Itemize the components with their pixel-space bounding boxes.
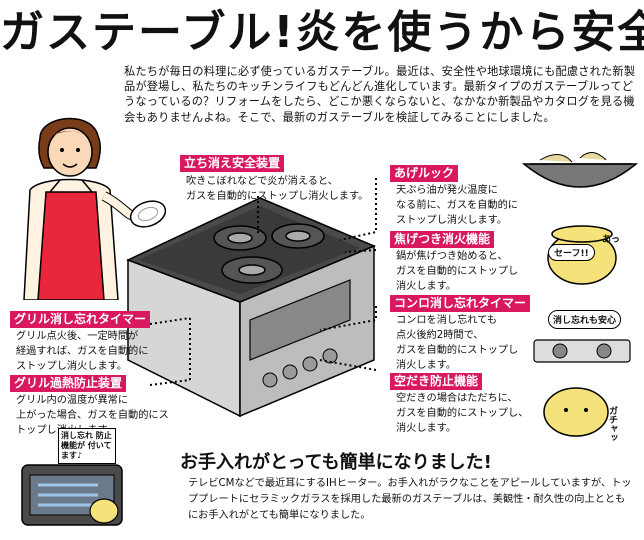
feature-label: コンロ消し忘れタイマー: [390, 295, 531, 312]
feature-desc-line: コンロを消し忘れても: [396, 315, 498, 326]
feature-desc-line: グリル点火後、一定時間が: [16, 331, 139, 342]
feature-desc-line: 消火します。: [396, 360, 457, 371]
safety-character-illustrations: [521, 152, 639, 437]
cleanup-body: テレビCMなどで最近耳にするIHヒーター。お手入れがラクなことをアピールしていま…: [188, 478, 632, 521]
feature-label: 立ち消え安全装置: [180, 155, 285, 172]
feature-desc-line: ガスを自動的にストップし消火します。: [186, 191, 369, 202]
grill-fish-illustration: [21, 464, 123, 526]
feature-desc-line: ガスを自動的にストップし: [396, 266, 519, 277]
feature-desc-line: 経過すれば、ガスを自動的に: [16, 346, 149, 357]
feature-konro-timer: コンロ消し忘れタイマー コンロを消し忘れても 点火後約2時間で、 ガスを自動的に…: [390, 292, 531, 373]
feature-tachikie: 立ち消え安全装置 吹きこぼれなどで炎が消えると、 ガスを自動的にストップし消火し…: [180, 152, 368, 204]
gas-stove-illustration: [126, 197, 376, 418]
intro-paragraph: 私たちが毎日の料理に必ず使っているガステーブル。最近は、安全性や地球環境にも配慮…: [124, 65, 636, 124]
feature-grill-timer: グリル消し忘れタイマー グリル点火後、一定時間が 経過すれば、ガスを自動的に ス…: [10, 308, 151, 374]
speech-bubble-gatchan: ガチャッ: [607, 406, 617, 442]
grill-note-bubble: 消し忘れ 防止機能が 付いてます♪: [58, 428, 116, 464]
feature-label: 焦げつき消火機能: [390, 231, 495, 248]
feature-desc-line: 吹きこぼれなどで炎が消えると、: [186, 176, 338, 187]
feature-agelook: あげルック 天ぷら油が発火温度に なる前に、ガスを自動的に ストップし消火します…: [390, 162, 518, 228]
feature-kogetsuki: 焦げつき消火機能 鍋が焦げつき始めると、 ガスを自動的にストップし 消火します。: [390, 228, 518, 294]
feature-label: グリル消し忘れタイマー: [10, 311, 151, 328]
woman-with-plate-illustration: [23, 117, 167, 300]
feature-label: 空だき防止機能: [390, 373, 483, 390]
speech-bubble-keshiwasure: 消し忘れも安心: [548, 310, 622, 329]
feature-desc-line: ストップし消火します。: [396, 215, 508, 226]
feature-desc-line: 空だきの場合はただちに、: [396, 393, 518, 404]
feature-desc-line: 天ぷら油が発火温度に: [396, 185, 498, 196]
feature-desc-line: 消火します。: [396, 281, 457, 292]
feature-desc-line: 点火後約2時間で、: [396, 330, 484, 341]
feature-desc-line: ガスを自動的にストップし、: [396, 408, 529, 419]
page-title: ガステーブル!炎を使うから安全: [0, 7, 644, 58]
speech-bubble-ah: あっ: [602, 235, 621, 245]
feature-desc-line: 上がった場合、ガスを自動的にス: [16, 410, 169, 421]
feature-label: あげルック: [390, 165, 459, 182]
feature-desc-line: 消火します。: [396, 423, 457, 434]
feature-label: グリル過熱防止装置: [10, 375, 127, 392]
speech-bubble-safe: セーフ!!: [548, 244, 595, 261]
feature-desc-line: グリル内の温度が異常に: [16, 395, 129, 406]
feature-desc-line: ストップし消火します。: [16, 361, 128, 372]
feature-desc-line: ガスを自動的にストップし: [396, 345, 519, 356]
feature-desc-line: 鍋が焦げつき始めると、: [396, 251, 508, 262]
feature-desc-line: なる前に、ガスを自動的に: [396, 200, 518, 211]
feature-karadaki: 空だき防止機能 空だきの場合はただちに、 ガスを自動的にストップし、 消火します…: [390, 370, 528, 436]
cleanup-heading: お手入れがとっても簡単になりました!: [180, 452, 492, 473]
